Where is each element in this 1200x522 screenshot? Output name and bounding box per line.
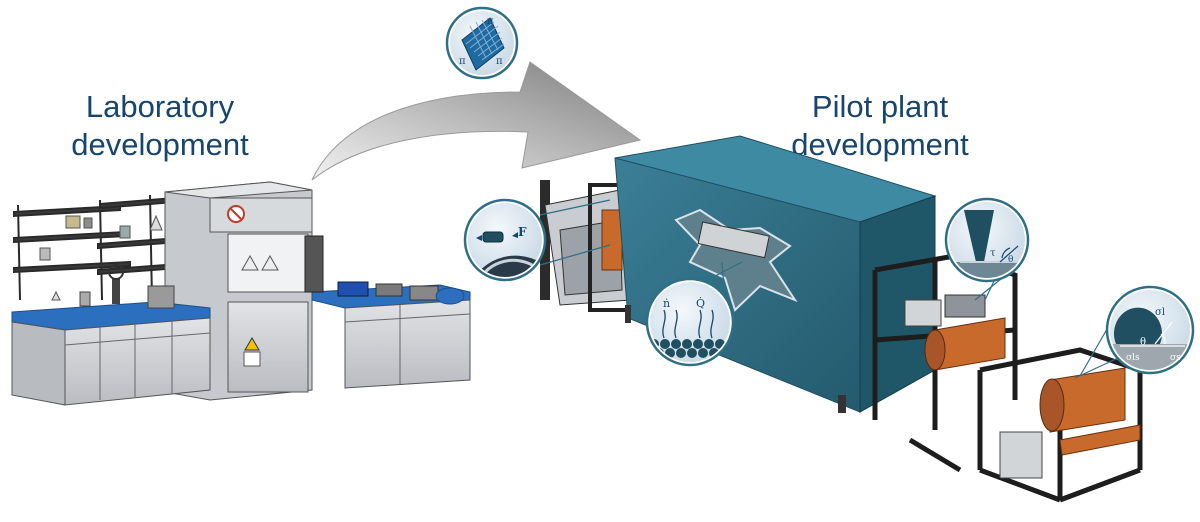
contact-angle-icon: σl θ σls σs [1105,285,1195,375]
theta-symbol-contact: θ [1140,337,1146,348]
heat-flow-symbol: Q̇ [696,297,705,310]
laboratory-development-label: Laboratory development [40,88,280,164]
pilot-entry-unit [540,180,632,312]
tau-symbol: τ [990,248,996,259]
shear-stress-icon: τ θ [944,197,1030,283]
sigma-l-symbol: σl [1155,307,1165,318]
sigma-s-symbol: σs [1170,353,1181,363]
theta-symbol-shear: θ [1008,255,1013,265]
wall-shelves [13,194,181,301]
pi-symbol-3: π [496,56,503,67]
scale-up-transfer-icon: π π π [445,6,519,80]
laboratory-label-line1: Laboratory [85,89,235,124]
warning-sign-icon [244,337,260,351]
lab-side-bench [304,235,471,389]
lab-main-bench [11,264,211,406]
molar-flow-symbol: ṅ [663,297,670,310]
force-symbol: F [518,225,527,239]
pilot-plant-development-label: Pilot plant development [760,88,1000,164]
pilot-housing [614,135,937,413]
heat-mass-flow-icon: ṅ Q̇ [645,277,735,367]
sigma-ls-symbol: σls [1126,353,1140,363]
pilot-label-line2: development [791,127,969,162]
shelf-bottles [39,214,163,261]
laboratory-label-line2: development [71,127,249,162]
scale-up-arrow [311,61,642,181]
pilot-rollers-web [904,294,1141,479]
force-icon: F [463,198,547,282]
pilot-plant [540,135,1143,503]
laboratory-bench [11,181,471,406]
pi-symbol-1: π [487,16,494,27]
pilot-label-line1: Pilot plant [811,89,949,124]
pi-symbol-2: π [459,56,466,67]
